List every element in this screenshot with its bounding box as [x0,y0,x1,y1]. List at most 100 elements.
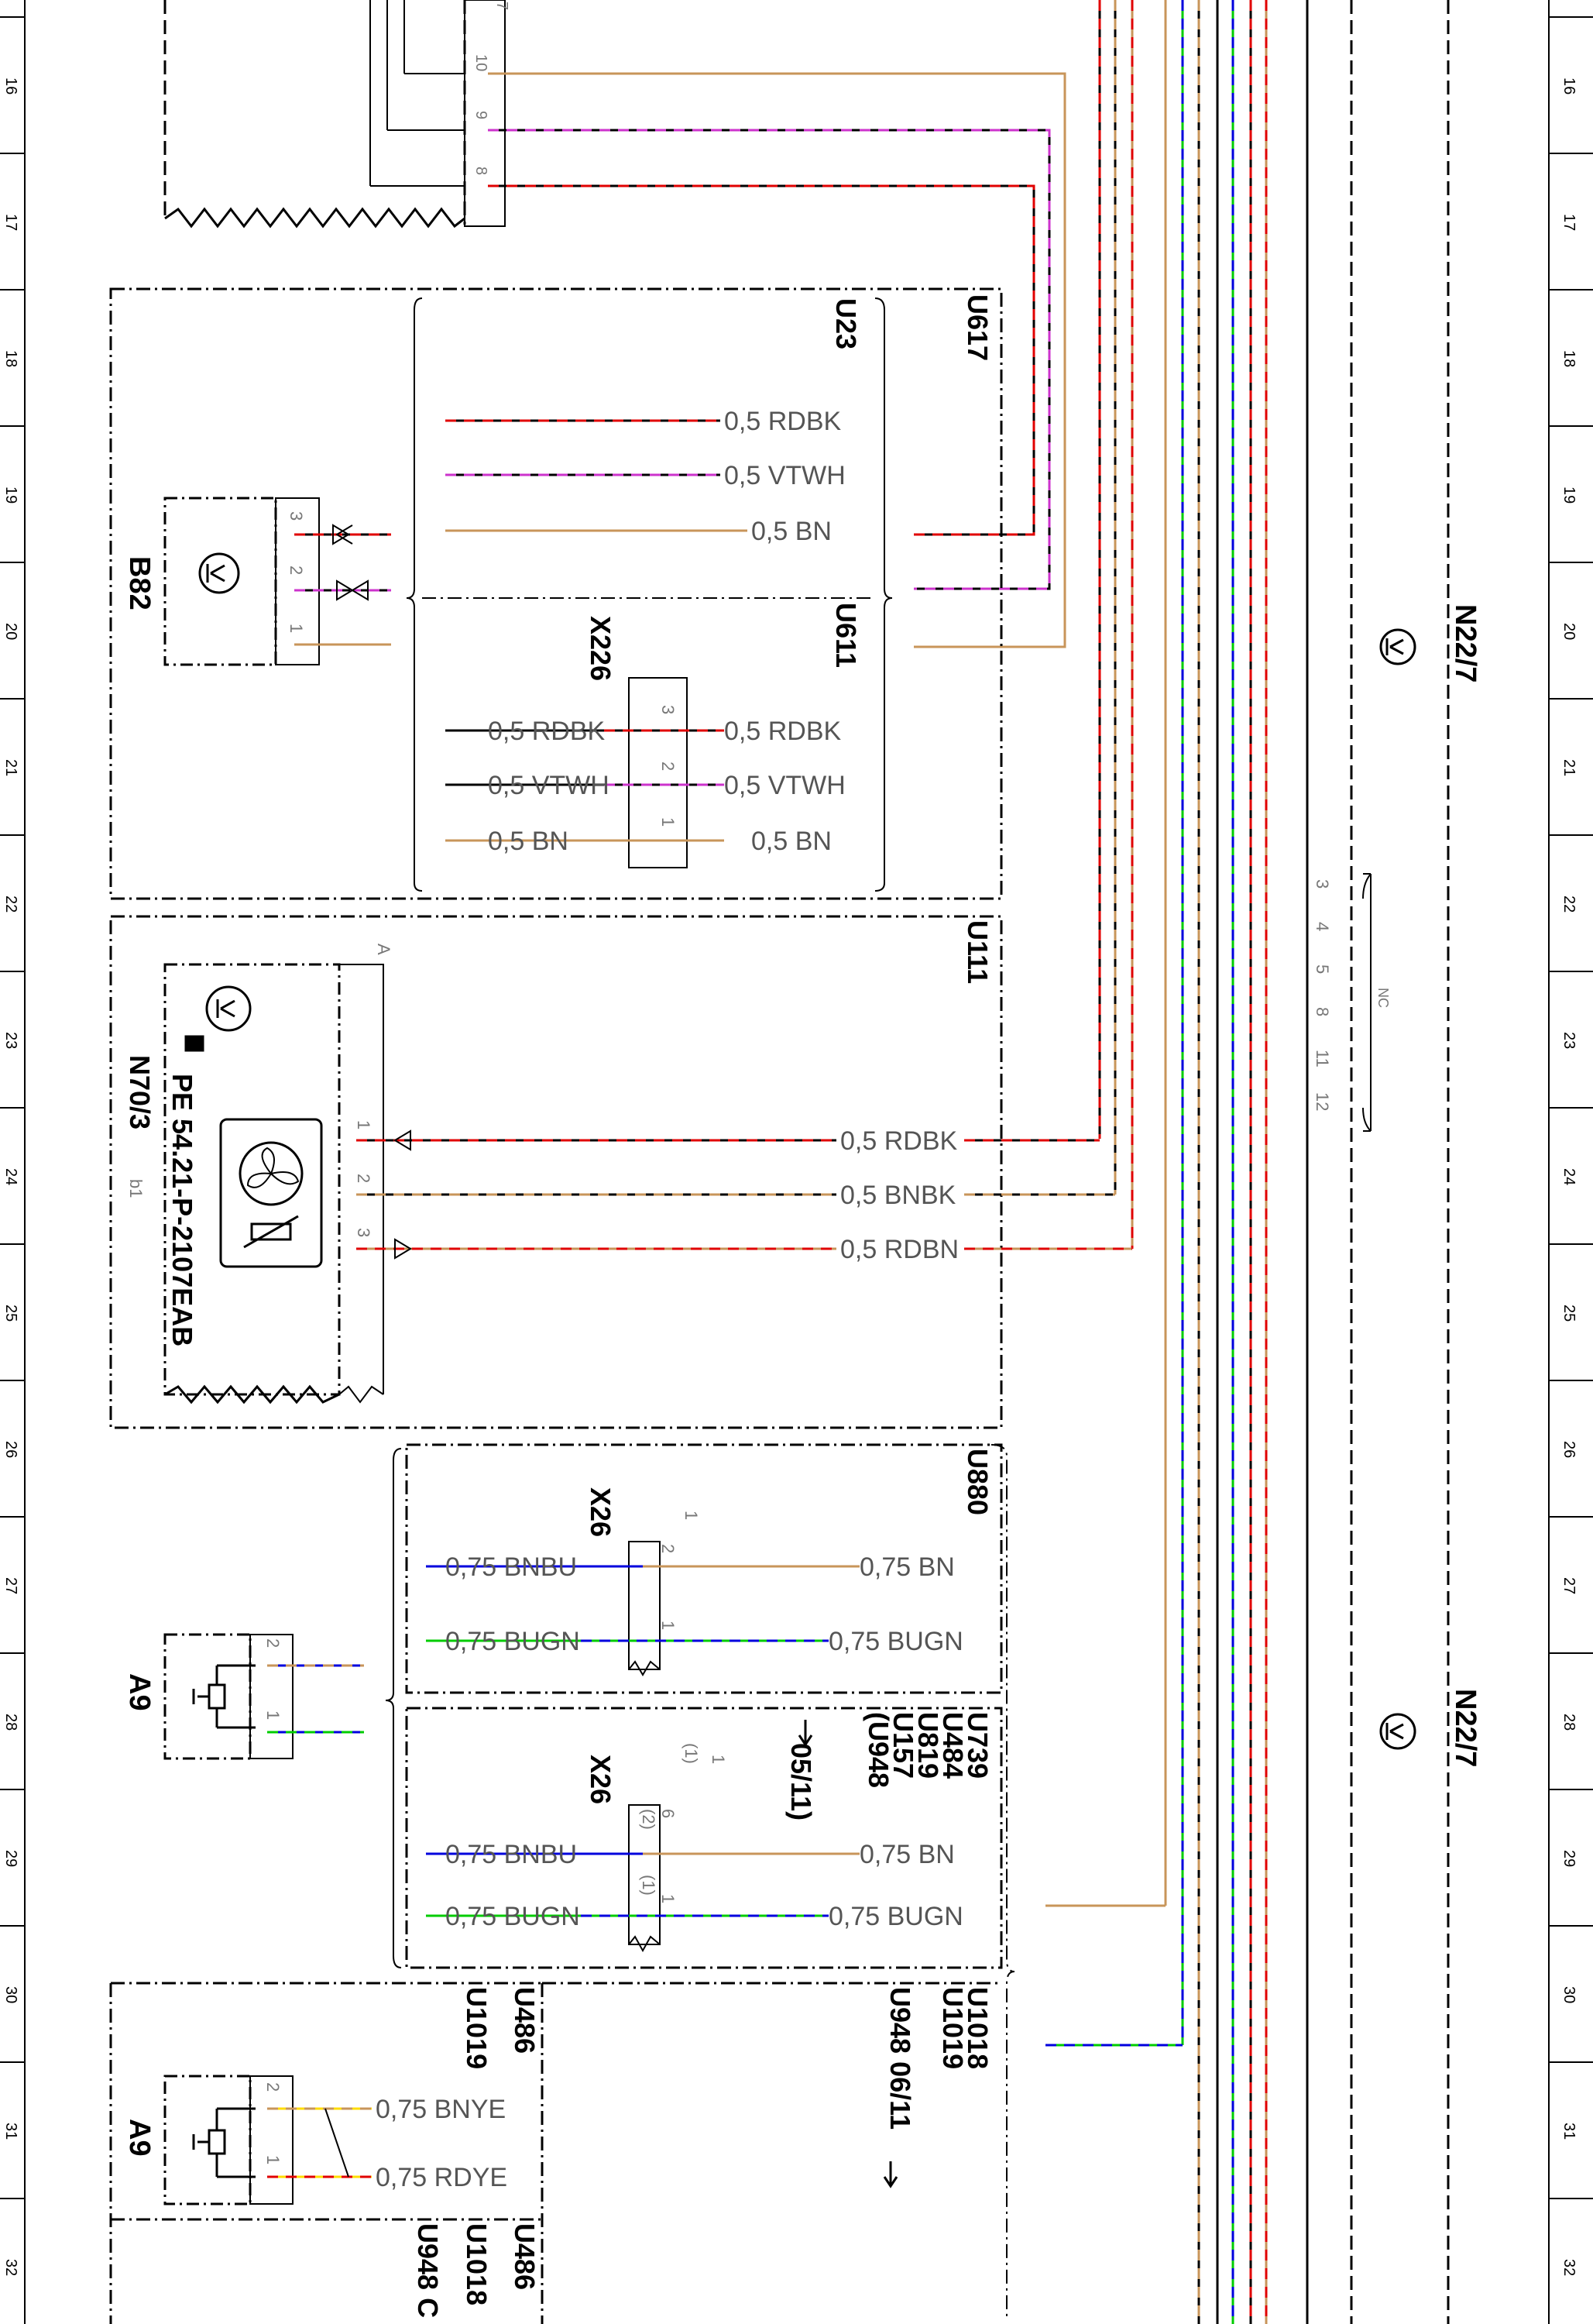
n22-7-label-a: N22/7 [1449,604,1481,682]
a9-b-pin-2: 2 [263,2082,283,2092]
right-ruler [1548,0,1593,2324]
right-grid-number-21: 21 [1560,759,1578,776]
right-grid-number-18: 18 [1560,350,1578,367]
x26-a-left-bnbu: 0,75 BNBU [445,1552,577,1582]
left-grid-number-32: 32 [2,2259,19,2276]
a9-a-pin-1: 1 [263,1710,283,1720]
u484-label: U484 [937,1712,969,1779]
right-grid-number-28: 28 [1560,1714,1578,1731]
top-connector-wires [488,72,1066,648]
pin-9: 9 [472,111,489,119]
n22-nc-pin-12: 12 [1313,1092,1332,1111]
x26-a-pin-2: 2 [658,1544,678,1553]
x26-b-wires [426,1852,1183,2047]
x226-pin-3: 3 [658,705,678,714]
a9-a-label: A9 [123,1673,156,1711]
x26-b-left-bnbu: 0,75 BNBU [445,1840,577,1869]
n70-ref-link[interactable]: PE 54.21-P-2107EAB [167,1074,198,1346]
right-grid-number-26: 26 [1560,1441,1578,1458]
u819-label: U819 [912,1712,944,1779]
n22-nc-pin-11: 11 [1313,1050,1332,1067]
x226-pin-2: 2 [658,761,678,771]
x26-a-top: 1 [681,1511,701,1520]
n22-nc-pin-5: 5 [1313,964,1332,974]
b82-pin-1: 1 [287,624,306,633]
n70-3-label: N70/3 [124,1055,156,1129]
n70-connector: b1 [126,1179,146,1198]
u1018-label: U1018 [962,1987,994,2069]
x26-a-connector [628,1541,661,1676]
u23-wires [445,419,747,532]
left-grid-number-17: 17 [2,214,19,231]
x26-a-right-bugn: 0,75 BUGN [829,1627,963,1656]
right-grid-number-17: 17 [1560,214,1578,231]
x226-left-rdbk: 0,5 RDBK [488,717,605,746]
pin-10: 10 [472,54,489,71]
n22-nc-pin-4: 4 [1313,922,1332,931]
a9-b-component [163,2075,294,2205]
b82-pin-3: 3 [287,511,306,521]
u23-wire-rdbk: 0,5 RDBK [724,407,841,436]
u948-0611-ref[interactable]: U948 06/11 [884,1987,916,2130]
x26-b-label: X26 [585,1755,616,1804]
x26-b-pin-6: 6 [658,1809,678,1818]
right-grid-number-20: 20 [1560,623,1578,640]
a9-a-pin-2: 2 [263,1638,283,1648]
u617-label: U617 [962,294,994,361]
right-grid-number-29: 29 [1560,1850,1578,1867]
u23-wire-bn: 0,5 BN [751,517,832,546]
x226-label: X226 [585,616,616,681]
x26-b-pin-6-paren: (2) [639,1809,658,1830]
n70-3-wires [356,1129,1132,1260]
right-grid-number-25: 25 [1560,1305,1578,1322]
right-grid-number-19: 19 [1560,486,1578,504]
u23-label: U23 [830,298,862,349]
u948-page-ref[interactable]: 05/11) [785,1743,817,1820]
left-grid-number-21: 21 [2,759,19,776]
u1018-b-label: U1018 [461,2223,493,2305]
x26-b-connector [628,1804,661,1953]
x26-b-right-bn: 0,75 BN [860,1840,955,1869]
u611-label: U611 [830,603,862,668]
n22-7-symbols [1362,628,1416,1750]
u617-box [109,287,1003,900]
vertical-harness [1098,0,1309,2324]
u23-bracket [406,297,893,892]
left-grid-number-30: 30 [2,1986,19,2003]
n70-pin-1: 1 [354,1120,373,1129]
left-grid-number-18: 18 [2,350,19,367]
x226-connector [628,677,688,868]
b82-wires [294,524,391,646]
x26-b-pin-1-paren: (1) [639,1875,658,1896]
n22-nc-label: NC [1375,988,1391,1008]
n70-conn-letter: A [374,944,393,955]
connector-marker: 7 [493,2,510,10]
x26-bracket [385,1448,402,1968]
u948-0611-arrow-icon [883,2161,898,2188]
x226-pin-1: 1 [658,817,678,827]
u880-label: U880 [962,1449,994,1515]
pin-8: 8 [472,167,489,175]
u880-right-bracket [990,1444,1015,2316]
n22-nc-pin-3: 3 [1313,879,1332,889]
x26-b-left-bugn: 0,75 BUGN [445,1902,580,1931]
right-grid-number-27: 27 [1560,1577,1578,1594]
n22-nc-pin-8: 8 [1313,1007,1332,1016]
n22-7-label-b: N22/7 [1449,1689,1481,1767]
n70-wire-bnbk: 0,5 BNBK [840,1181,956,1210]
left-grid-number-25: 25 [2,1305,19,1322]
right-grid-number-23: 23 [1560,1032,1578,1049]
u111-box [109,915,1003,1429]
right-grid-number-32: 32 [1560,2259,1578,2276]
left-ruler [0,0,26,2324]
a9-b-label: A9 [123,2119,156,2157]
u1019-label: U1019 [937,1987,969,2069]
u486-box [109,1982,1001,2324]
u948-c-label: U948 C [412,2223,444,2318]
top-connector-region [163,0,506,229]
right-grid-number-22: 22 [1560,896,1578,913]
left-grid-number-24: 24 [2,1168,19,1185]
x26-a-left-bugn: 0,75 BUGN [445,1627,580,1656]
